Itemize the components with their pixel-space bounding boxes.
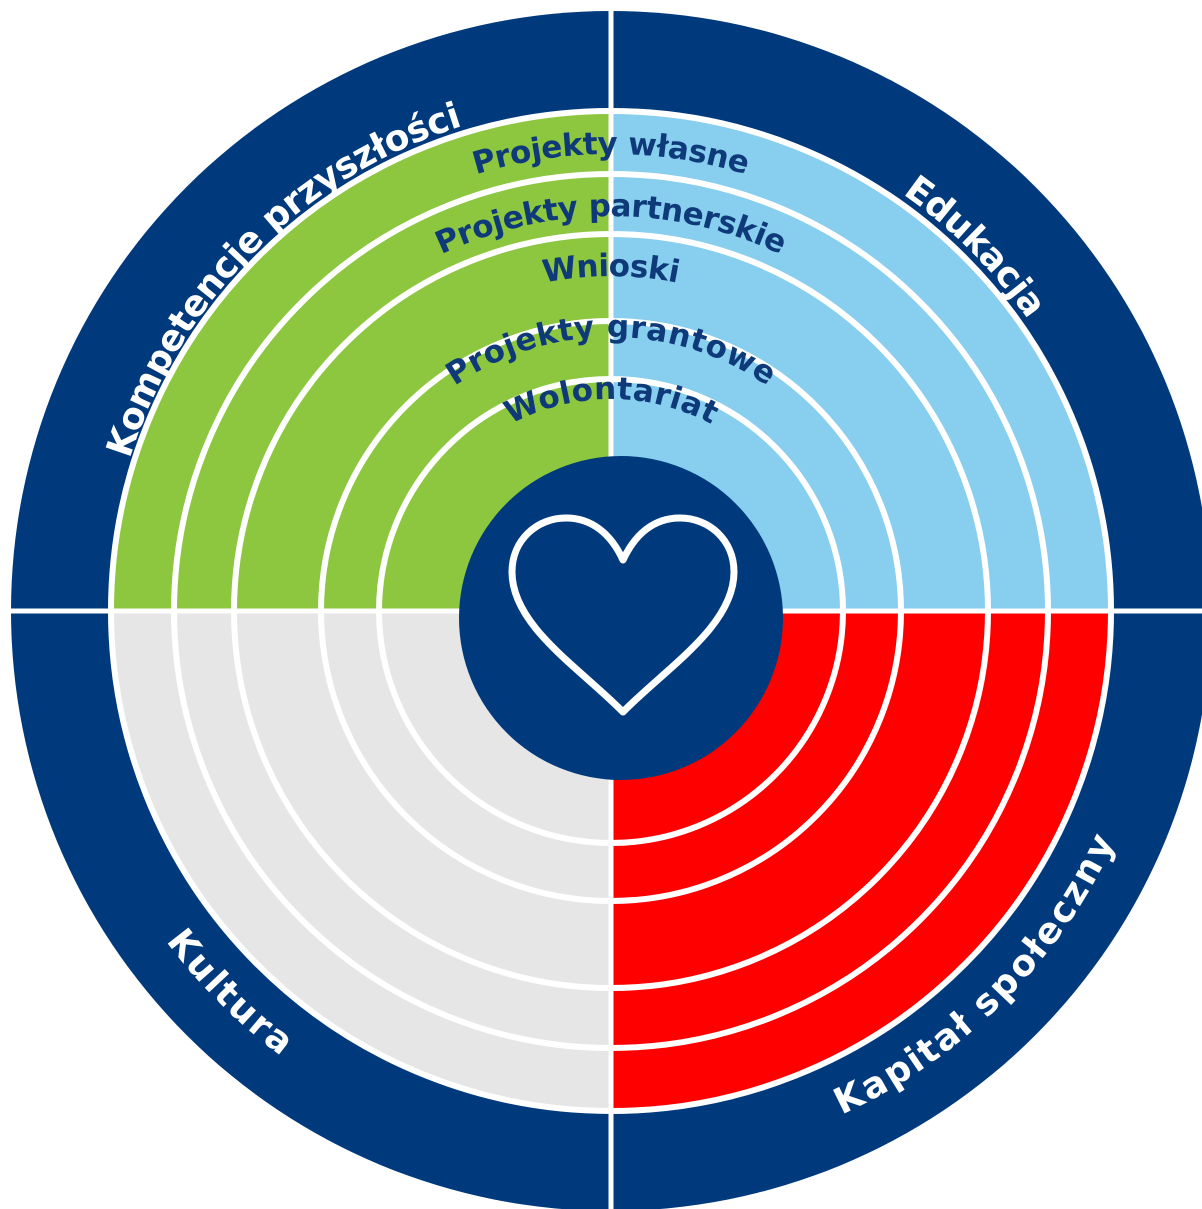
quadrant-kapital-spoleczny[interactable]: [611, 611, 1111, 1111]
ring-label-wnioski: Wnioski: [540, 248, 683, 291]
quadrant-kultura[interactable]: [111, 611, 611, 1111]
ring-label-text: Wnioski: [540, 248, 683, 291]
center-disc: [459, 456, 783, 780]
quadrant-kompetencje-przyszlosci[interactable]: [111, 111, 611, 611]
quadrant-layer: [111, 111, 1111, 1111]
heart-icon: [508, 514, 738, 716]
center-hub: [459, 456, 783, 780]
quadrant-edukacja[interactable]: [611, 111, 1111, 611]
